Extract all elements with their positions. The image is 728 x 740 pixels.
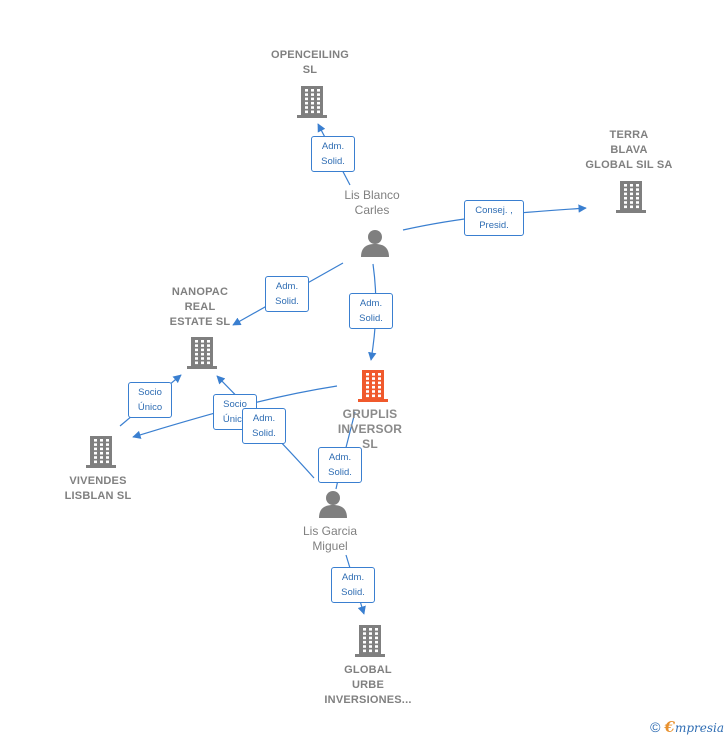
building-icon <box>358 370 388 402</box>
copyright-icon: © <box>650 719 661 735</box>
person-icon <box>319 491 347 518</box>
person-icon <box>361 230 389 257</box>
node-label-opceiling[interactable]: OPENCEILING SL <box>271 49 349 76</box>
node-label-terra[interactable]: TERRA BLAVA GLOBAL SIL SA <box>585 129 673 171</box>
node-label-nanopac[interactable]: NANOPAC REAL ESTATE SL <box>169 286 231 328</box>
edge-label-lisblanco-gruplis[interactable]: Adm. Solid. <box>349 293 393 329</box>
edge-label-lisgarcia-nanopac[interactable]: Adm. Solid. <box>242 408 286 444</box>
copyright-footer[interactable]: ©€mpresia <box>650 718 724 736</box>
edge-label-lisblanco-nanopac[interactable]: Adm. Solid. <box>265 276 309 312</box>
node-label-gruplis[interactable]: GRUPLIS INVERSOR SL <box>337 407 403 451</box>
building-icon <box>297 86 327 118</box>
node-label-lisblanco[interactable]: Lis Blanco Carles <box>344 188 400 217</box>
brand-logo: €mpresia <box>664 718 725 736</box>
edge-label-lisgarcia-gruplis[interactable]: Adm. Solid. <box>318 447 362 483</box>
node-label-vivendes[interactable]: VIVENDES LISBLAN SL <box>64 475 132 502</box>
node-label-lisgarcia[interactable]: Lis Garcia Miguel <box>302 524 358 553</box>
node-label-urbe[interactable]: GLOBAL URBE INVERSIONES... <box>324 664 412 706</box>
building-icon <box>86 436 116 468</box>
building-icon <box>616 181 646 213</box>
edge-label-lisblanco-opceiling[interactable]: Adm. Solid. <box>311 136 355 172</box>
edge-label-vivendes-nanopac[interactable]: Socio Único <box>128 382 172 418</box>
building-icon <box>355 625 385 657</box>
building-icon <box>187 337 217 369</box>
edge-label-lisgarcia-urbe[interactable]: Adm. Solid. <box>331 567 375 603</box>
edge-label-lisblanco-terra[interactable]: Consej. , Presid. <box>464 200 524 236</box>
